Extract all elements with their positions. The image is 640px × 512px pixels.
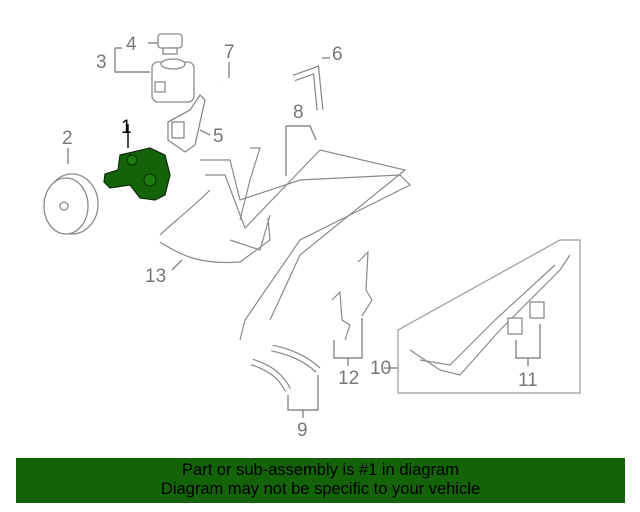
callout-10: 10 — [370, 358, 391, 379]
line-brackets[interactable] — [331, 250, 373, 341]
pressure-line[interactable] — [200, 147, 412, 341]
callout-4: 4 — [126, 34, 137, 55]
callout-5: 5 — [213, 126, 224, 147]
callout-2: 2 — [62, 128, 73, 149]
callout-8: 8 — [293, 102, 304, 123]
callout-12: 12 — [338, 368, 359, 389]
callout-1: 1 — [121, 117, 132, 138]
callout-9: 9 — [297, 420, 308, 441]
callout-11: 11 — [518, 370, 538, 391]
cooler-line[interactable] — [159, 189, 271, 264]
callout-leader-12 — [333, 318, 363, 366]
banner-line-part: Part or sub-assembly is #1 in diagram — [182, 461, 459, 479]
callout-3: 3 — [96, 52, 107, 73]
power-steering-pump[interactable] — [103, 147, 171, 201]
reservoir-bracket[interactable] — [167, 93, 206, 153]
reservoir-tank[interactable] — [151, 58, 195, 103]
callout-13: 13 — [145, 266, 166, 287]
reservoir-cap[interactable] — [157, 33, 183, 55]
callout-leader-3-4 — [114, 42, 158, 73]
callout-leader-13 — [171, 259, 183, 271]
callout-6: 6 — [332, 44, 343, 65]
callout-leader-8 — [285, 125, 317, 176]
callout-leader-5 — [199, 129, 211, 136]
banner-line-disclaimer: Diagram may not be specific to your vehi… — [160, 480, 481, 498]
disclaimer-banner: Part or sub-assembly is #1 in diagram Di… — [16, 458, 625, 503]
pulley[interactable] — [43, 173, 99, 235]
callout-7: 7 — [224, 42, 235, 63]
callout-leader-9 — [287, 375, 319, 418]
callout-leader-11 — [515, 324, 541, 366]
steering-gear-inset[interactable] — [397, 239, 581, 394]
